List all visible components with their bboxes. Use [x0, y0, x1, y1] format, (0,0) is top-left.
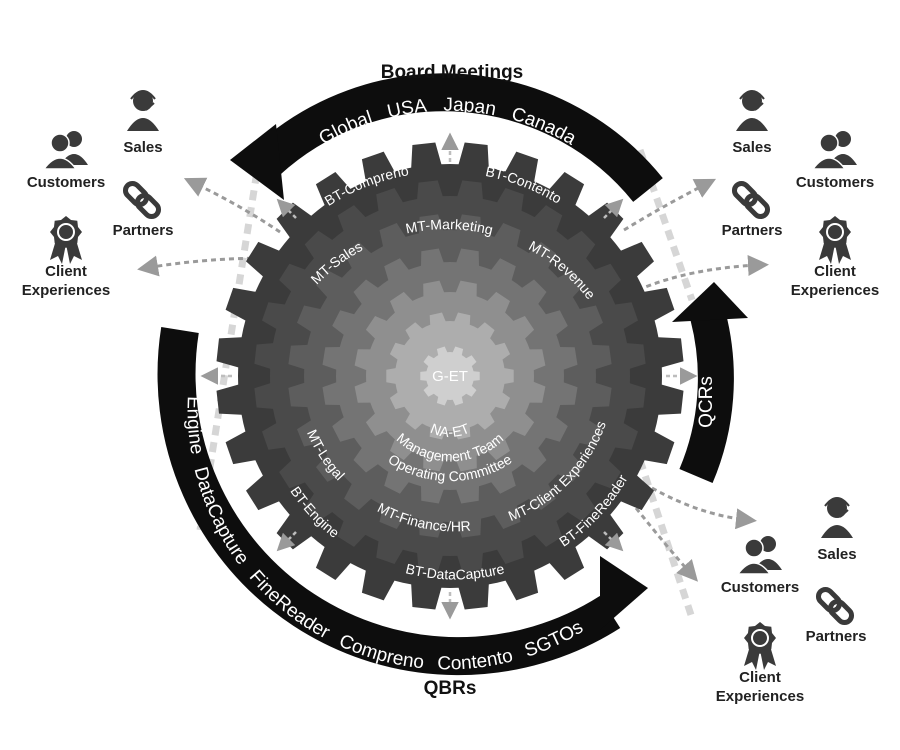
gear-stack [216, 142, 684, 610]
na-et-label: NA-ET [428, 420, 471, 440]
qcrs-arc: QCRs [672, 282, 748, 484]
customers-label: Customers [27, 174, 105, 191]
client-label-line2: Experiences [791, 282, 879, 299]
headset-person-icon [736, 90, 768, 131]
people-group-icon [811, 131, 857, 170]
sales-label: Sales [817, 546, 856, 563]
arrow-to-customers-bottom [634, 507, 698, 582]
board-arrowhead [230, 124, 284, 200]
award-ribbon-icon [744, 622, 776, 670]
g-et-label: G-ET [432, 368, 468, 385]
gear-center [420, 346, 480, 406]
people-group-icon [736, 536, 782, 575]
chain-link-icon [731, 180, 771, 220]
client-label-line2: Experiences [22, 282, 110, 299]
notch-arrows [200, 132, 698, 620]
chain-link-icon [122, 180, 162, 220]
arrow-to-sales-bottom [651, 486, 757, 530]
chain-link-icon [815, 586, 855, 626]
customers-label: Customers [721, 579, 799, 596]
client-label-line1: Client [814, 263, 856, 280]
partners-label: Partners [722, 222, 783, 239]
client-label-line1: Client [45, 263, 87, 280]
dotted-arrows [137, 177, 769, 582]
sales-label: Sales [732, 139, 771, 156]
bt-datacapture-label: BT-DataCapture [404, 560, 506, 582]
headset-person-icon [821, 497, 853, 538]
mt-marketing-label: MT-Marketing [404, 216, 494, 238]
stakeholder-groups: SalesCustomersPartnersClientExperiencesS… [22, 90, 879, 705]
qbr-arrowhead [600, 556, 648, 630]
board-item-japan: Japan [443, 95, 497, 121]
client-label-line2: Experiences [716, 688, 804, 705]
qcrs-label: QCRs [696, 376, 717, 428]
headset-person-icon [127, 90, 159, 131]
qbrs-title: QBRs [424, 678, 477, 699]
board-meetings-title: Board Meetings [381, 62, 524, 83]
award-ribbon-icon [819, 216, 851, 264]
award-ribbon-icon [50, 216, 82, 264]
arrow-to-client-right [637, 255, 769, 292]
client-label-line1: Client [739, 669, 781, 686]
qcr-arrowhead [672, 282, 748, 322]
customers-label: Customers [796, 174, 874, 191]
arrow-to-client-left [137, 255, 271, 277]
svg-text:NA-ET: NA-ET [428, 420, 471, 440]
sales-label: Sales [123, 139, 162, 156]
partners-label: Partners [806, 628, 867, 645]
arrow-to-customers-right [623, 178, 717, 232]
qbr-item-engine: Engine [183, 396, 208, 456]
arrow-to-customers-left [183, 177, 281, 234]
svg-text:BT-DataCapture: BT-DataCapture [404, 560, 506, 582]
partners-label: Partners [113, 222, 174, 239]
people-group-icon [42, 131, 88, 170]
svg-text:MT-Marketing: MT-Marketing [404, 216, 494, 238]
